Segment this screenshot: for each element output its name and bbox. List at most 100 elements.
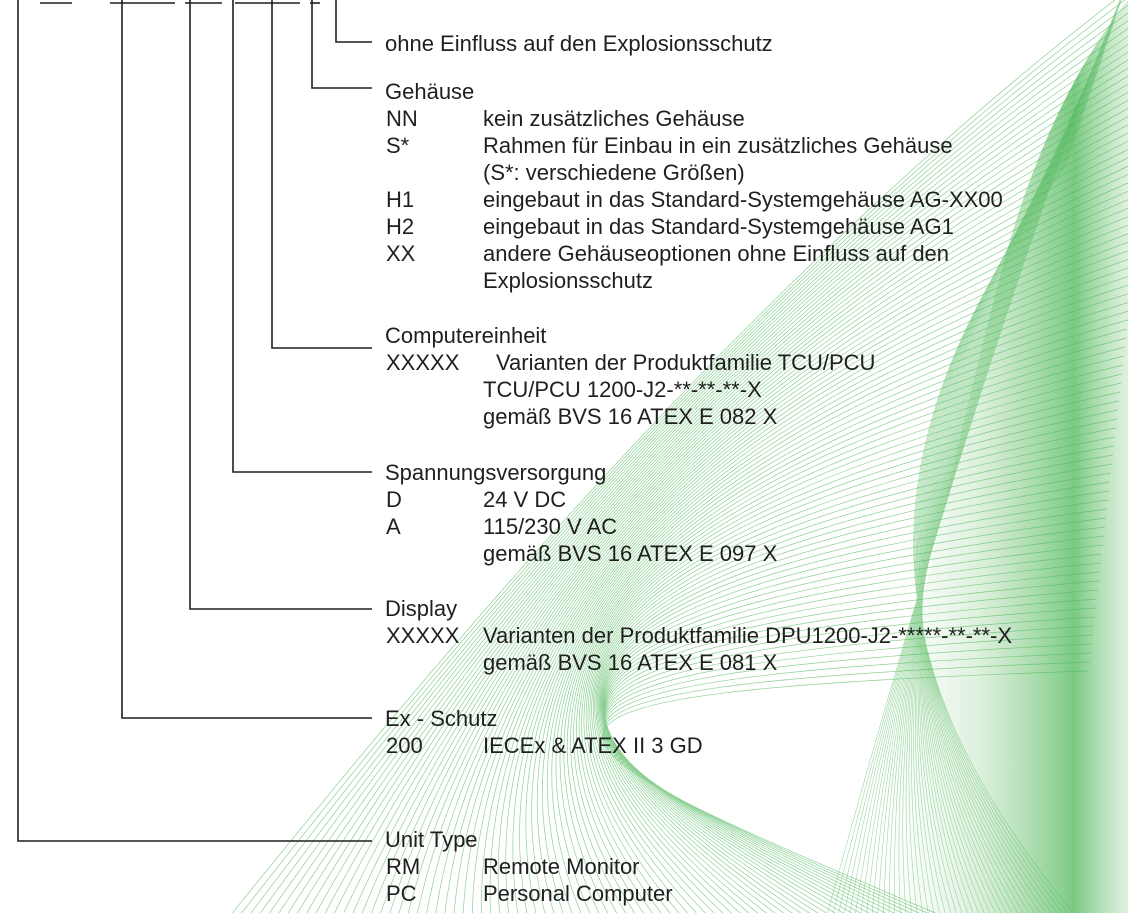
swoosh-line (576, 364, 1124, 913)
swoosh-line (462, 191, 1128, 913)
swoosh-line (380, 116, 1128, 913)
housing-code-nn: NN (386, 106, 418, 131)
power-code-a: A (386, 514, 401, 539)
swoosh-line (435, 165, 1128, 913)
housing-desc-nn: kein zusätzliches Gehäuse (483, 106, 745, 131)
power-desc-d: 24 V DC (483, 487, 567, 512)
swoosh-line (604, 571, 1101, 913)
swoosh-lines-right (827, 0, 1122, 913)
unit-desc-pc: Personal Computer (483, 881, 673, 906)
computer-heading: Computereinheit (385, 323, 547, 348)
computer-desc: Varianten der Produktfamilie TCU/PCU (496, 350, 876, 375)
swoosh-line (361, 100, 1128, 913)
computer-cert: gemäß BVS 16 ATEX E 082 X (483, 404, 778, 429)
tree-branch-1 (121, 0, 372, 719)
power-desc-a: 115/230 V AC (483, 514, 618, 539)
swoosh-line (602, 670, 1090, 913)
swoosh-line (278, 28, 1128, 913)
swoosh-line (505, 233, 1128, 913)
swoosh-line (603, 643, 1093, 913)
display-cert: gemäß BVS 16 ATEX E 081 X (483, 650, 778, 675)
swoosh-line (591, 427, 1117, 913)
display-heading: Display (385, 596, 458, 621)
unit-desc-rm: Remote Monitor (483, 854, 640, 879)
swoosh-line (583, 391, 1121, 913)
display-desc: Varianten der Produktfamilie DPU1200-J2-… (483, 623, 1013, 648)
swoosh-line (566, 337, 1127, 913)
swoosh-line (531, 267, 1128, 913)
swoosh-line (592, 436, 1116, 913)
swoosh-line (600, 499, 1109, 913)
swoosh-line (603, 553, 1103, 913)
swoosh-line (551, 302, 1128, 913)
swoosh-line (525, 259, 1128, 913)
swoosh-line (585, 400, 1120, 913)
unit-code-rm: RM (386, 854, 421, 879)
power-heading: Spannungsversorgung (385, 460, 607, 485)
swoosh-line (324, 67, 1128, 913)
swoosh-line (596, 463, 1113, 913)
swoosh-line (603, 562, 1102, 913)
swoosh-line (573, 355, 1125, 913)
swoosh-line (306, 51, 1128, 913)
swoosh-line (417, 149, 1128, 913)
swoosh-line (352, 91, 1128, 913)
swoosh-line (519, 250, 1128, 913)
swoosh-line (287, 35, 1128, 913)
tree-branch-6 (335, 0, 372, 43)
swoosh-line (603, 652, 1092, 913)
no-influence-text: ohne Einfluss auf den Explosionsschutz (385, 31, 773, 56)
swoosh-line (913, 164, 1075, 913)
swoosh-line (570, 346, 1126, 913)
computer-variant: TCU/PCU 1200-J2-**-**-**-X (483, 377, 762, 402)
unit-code-pc: PC (386, 881, 417, 906)
swoosh-line (555, 310, 1128, 913)
tree-branch-0 (17, 0, 372, 842)
swoosh-line (334, 75, 1128, 913)
swoosh-line (546, 293, 1128, 913)
swoosh-line (426, 157, 1128, 913)
swoosh-line (512, 241, 1128, 913)
ex-heading: Ex - Schutz (385, 706, 498, 731)
housing-desc-xx-cont: Explosionsschutz (483, 268, 653, 293)
swoosh-line (389, 124, 1128, 913)
swoosh-line (595, 454, 1114, 913)
unit-heading: Unit Type (385, 827, 478, 852)
tree-branch-4 (271, 0, 372, 349)
power-cert: gemäß BVS 16 ATEX E 097 X (483, 541, 778, 566)
swoosh-line (594, 445, 1115, 913)
swoosh-line (601, 508, 1108, 913)
swoosh-line (315, 59, 1128, 913)
housing-code-h2: H2 (386, 214, 415, 239)
swoosh-line (604, 580, 1100, 913)
swoosh-line (599, 490, 1110, 913)
housing-desc-s-note: (S*: verschiedene Größen) (483, 160, 745, 185)
swoosh-line (297, 43, 1128, 913)
swoosh-line (250, 4, 1128, 913)
tree-branch-3 (232, 0, 372, 473)
swoosh-line (408, 141, 1128, 913)
swoosh-line (398, 132, 1128, 913)
swoosh-line (241, 0, 1126, 913)
housing-desc-xx: andere Gehäuseoptionen ohne Einfluss auf… (483, 241, 950, 266)
computer-code: XXXXX (386, 350, 460, 375)
ex-desc-200: IECEx & ATEX II 3 GD (483, 733, 703, 758)
swoosh-line (542, 284, 1128, 913)
housing-code-s: S* (386, 133, 410, 158)
swoosh-line (602, 526, 1106, 913)
swoosh-line (269, 20, 1128, 913)
swoosh-line (343, 83, 1128, 913)
swoosh-line (603, 544, 1104, 913)
swoosh-line (598, 481, 1111, 913)
swoosh-line (603, 535, 1105, 913)
tree-branch-2 (189, 0, 372, 610)
tree-branch-5 (311, 0, 372, 89)
swoosh-lines (231, 0, 1128, 913)
swoosh-line (597, 472, 1112, 913)
housing-code-h1: H1 (386, 187, 415, 212)
swoosh-line (481, 207, 1128, 913)
swoosh-line (563, 328, 1128, 913)
swoosh-line (453, 182, 1128, 913)
swoosh-line (578, 373, 1123, 913)
